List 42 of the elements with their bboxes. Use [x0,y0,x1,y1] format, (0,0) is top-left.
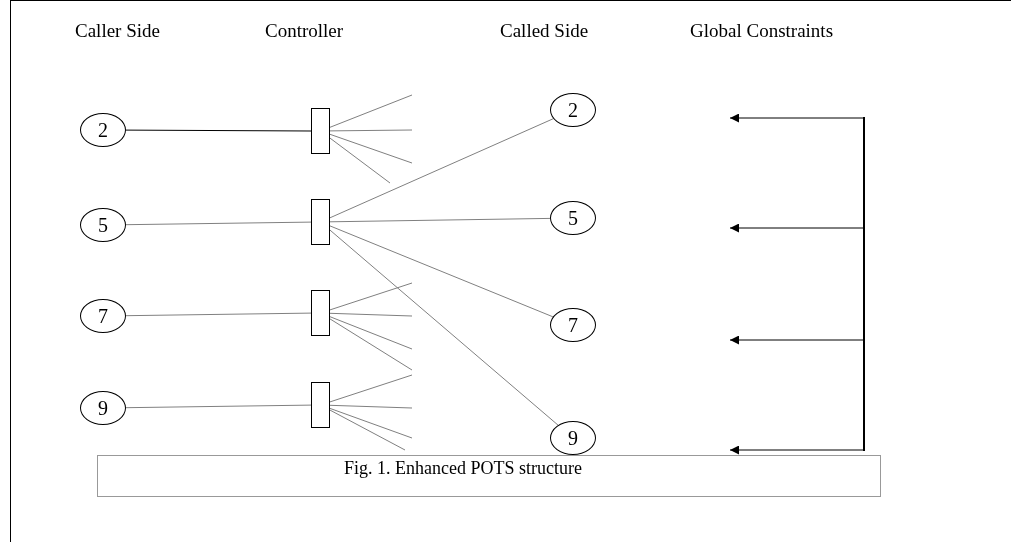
connector-line [329,94,413,128]
arrow [729,445,864,455]
column-heading: Global Constraints [690,20,834,42]
circle-node: 2 [80,113,126,147]
circle-node: 2 [550,93,596,127]
connector-line [329,409,406,451]
column-heading: Controller [265,20,344,42]
connector-line [329,137,391,184]
narrow-box [311,290,330,336]
circle-node: 9 [80,391,126,425]
connector-line [329,229,559,426]
connector-line [329,129,413,132]
arrow [729,223,864,233]
connector-line [125,312,312,317]
connector-line [125,404,312,409]
connector-line [329,407,413,439]
vertical-line [863,117,865,451]
connector-line [329,118,554,219]
circle-node: 9 [550,421,596,455]
connector-line [329,374,413,403]
connector-line [329,225,554,318]
connector-line [329,312,413,317]
circle-node: 5 [80,208,126,242]
connector-line [329,404,413,409]
circle-node: 7 [80,299,126,333]
figure-caption: Fig. 1. Enhanced POTS structure [344,458,582,479]
narrow-box [311,382,330,428]
connector-line [329,282,413,311]
narrow-box [311,199,330,245]
column-heading: Caller Side [75,20,160,42]
connector-line [125,129,312,132]
connector-line [329,318,413,371]
connector-line [329,316,413,350]
connector-line [125,221,312,226]
arrow [729,335,864,345]
circle-node: 7 [550,308,596,342]
circle-node: 5 [550,201,596,235]
connector-line [329,217,551,223]
narrow-box [311,108,330,154]
column-heading: Called Side [500,20,589,42]
arrow [729,113,864,123]
connector-line [329,133,413,164]
